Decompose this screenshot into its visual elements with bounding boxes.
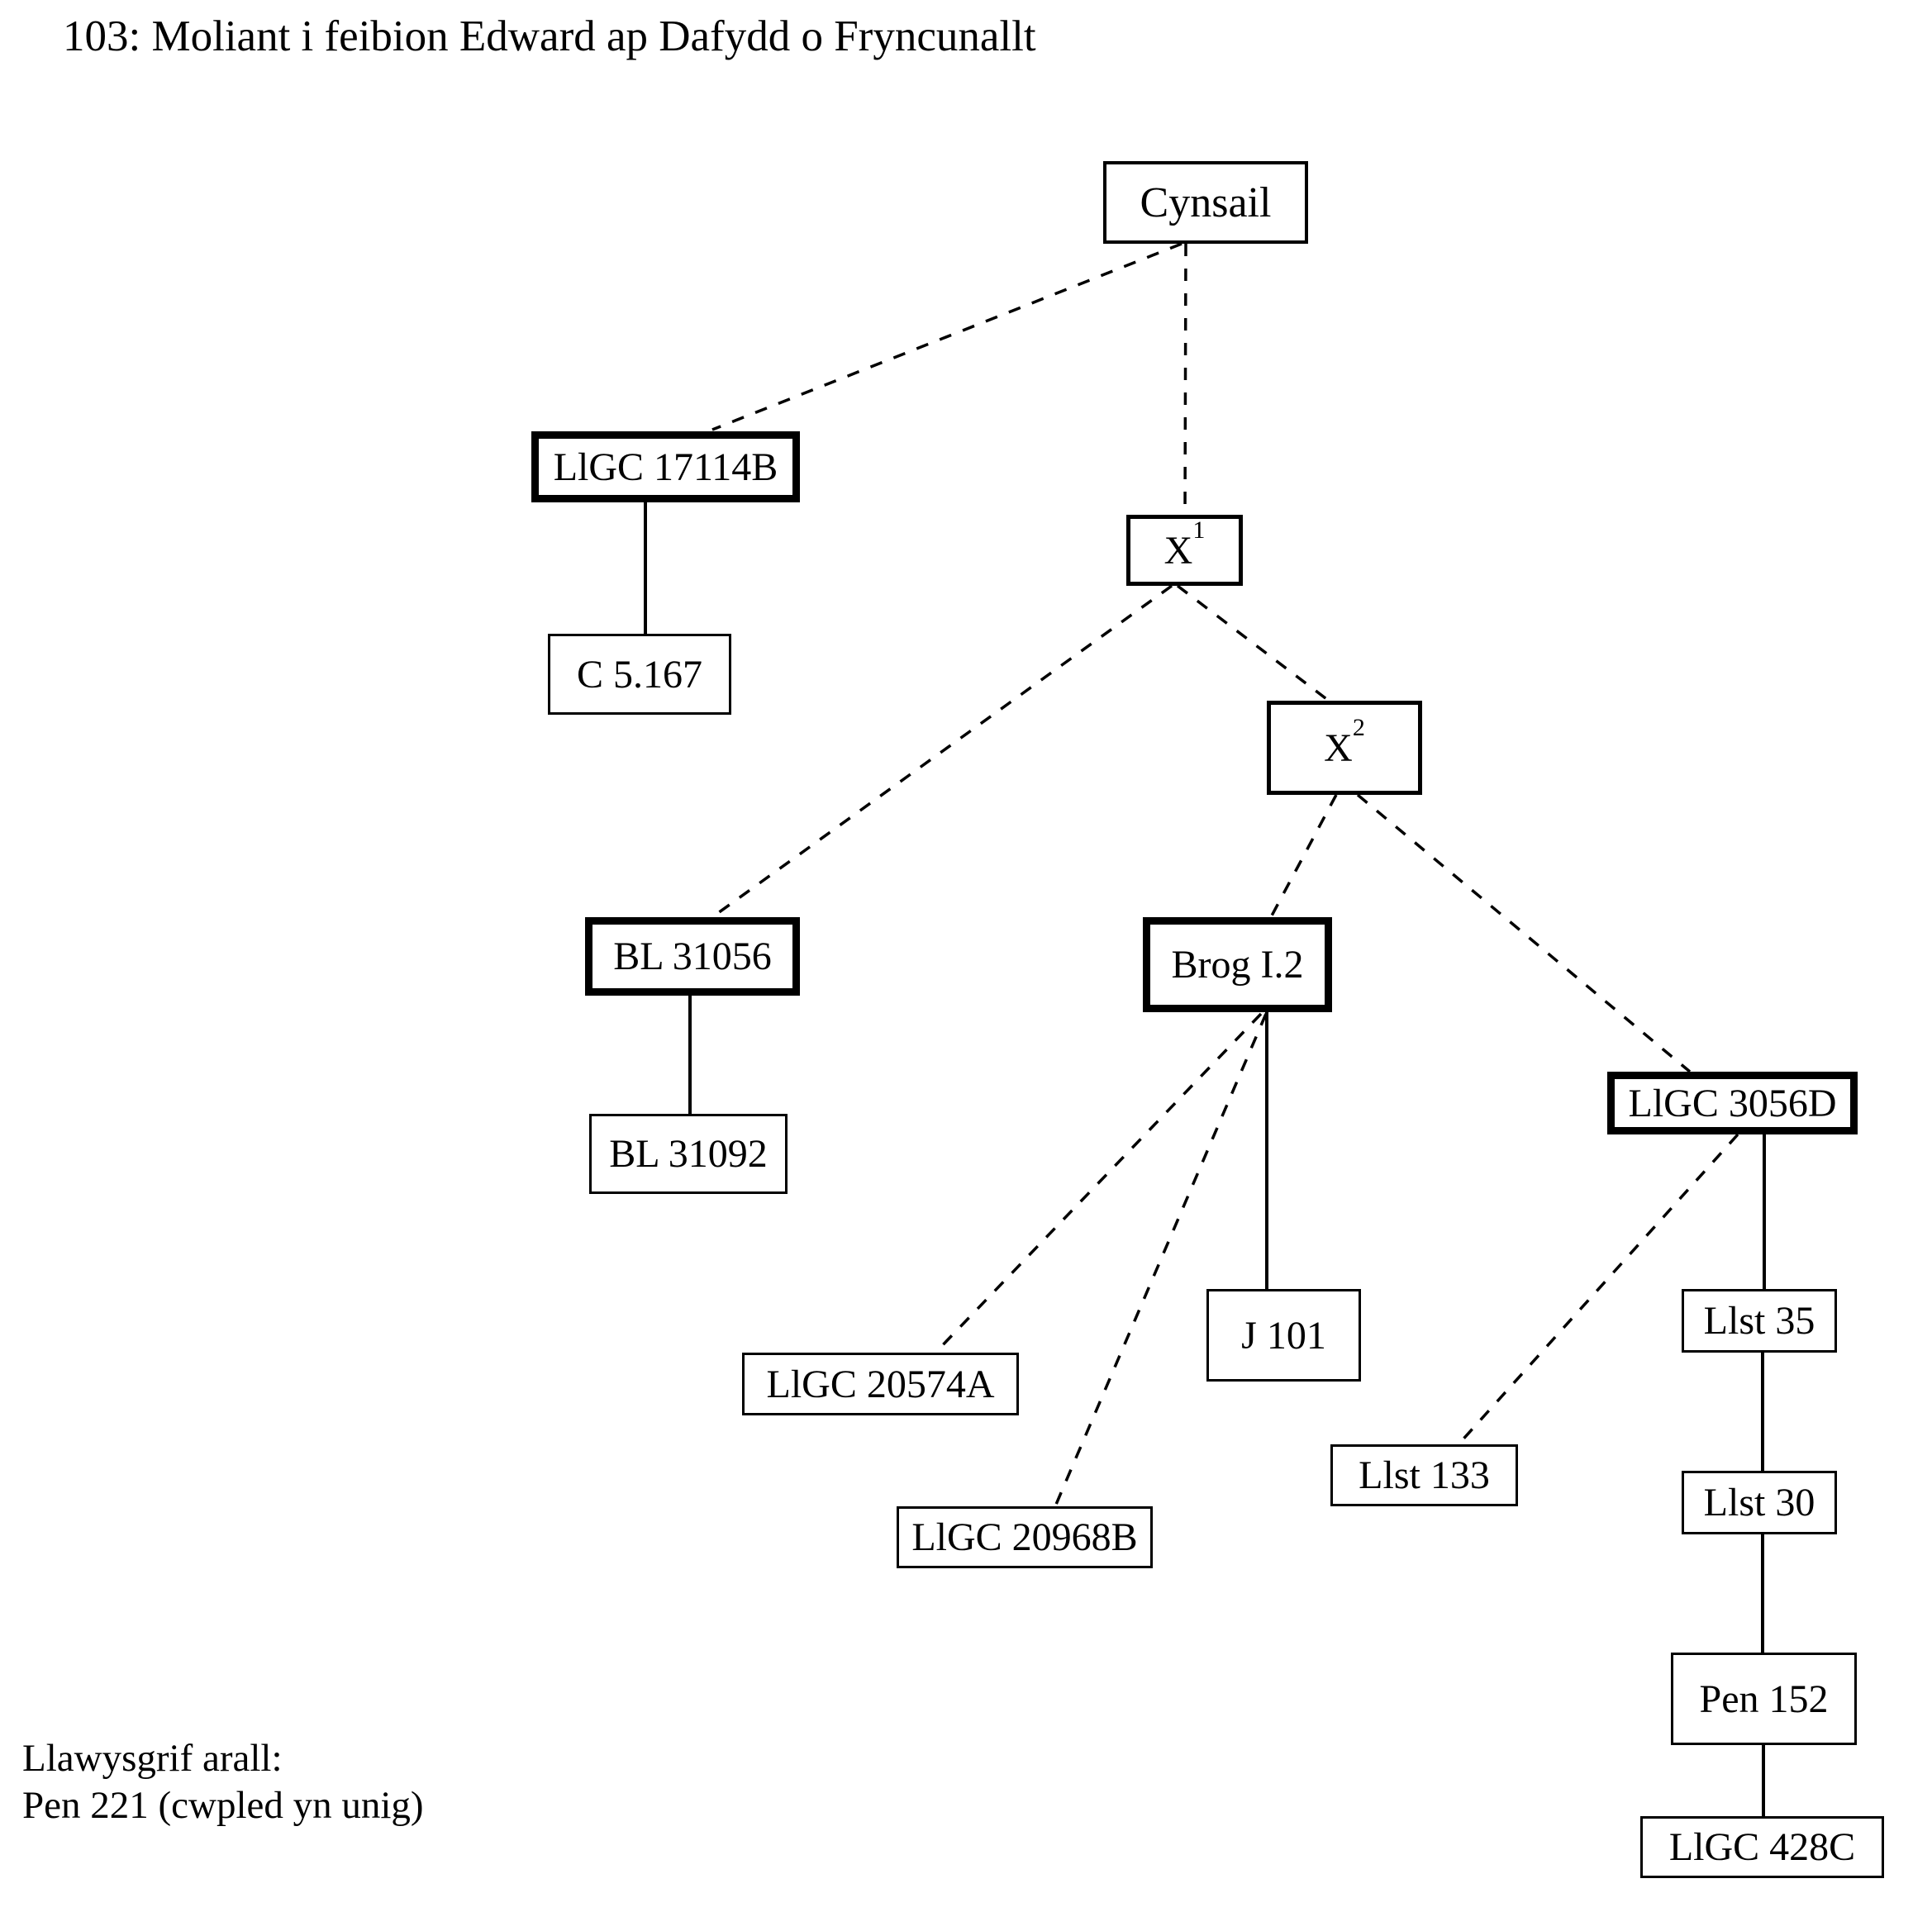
- edge-x2-llgc3056d: [1356, 793, 1692, 1073]
- node-x2: X2: [1267, 701, 1422, 795]
- node-cynsail: Cynsail: [1103, 161, 1308, 244]
- note-heading: Llawysgrif arall:: [22, 1737, 283, 1780]
- node-label: LlGC 20574A: [766, 1362, 995, 1406]
- edge-x2-brog: [1269, 794, 1338, 918]
- node-label: X1: [1163, 516, 1206, 573]
- node-llgc20574a: LlGC 20574A: [742, 1353, 1019, 1415]
- node-label: Pen 152: [1699, 1677, 1829, 1721]
- node-brog: Brog I.2: [1143, 917, 1332, 1012]
- node-label: X2: [1324, 713, 1365, 770]
- node-label: LlGC 428C: [1668, 1825, 1856, 1869]
- node-label: Llst 35: [1703, 1299, 1815, 1343]
- edge-llgc3056d-llst133: [1457, 1133, 1739, 1446]
- node-c5167: C 5.167: [548, 634, 731, 715]
- node-label: C 5.167: [576, 652, 702, 697]
- node-label: Llst 133: [1359, 1453, 1490, 1497]
- node-pen152: Pen 152: [1671, 1653, 1857, 1745]
- edge-x1-x2: [1176, 584, 1330, 702]
- edge-cynsail-x1: [1183, 243, 1187, 516]
- node-llgc20968b: LlGC 20968B: [897, 1506, 1153, 1568]
- node-label: Brog I.2: [1171, 943, 1304, 987]
- node-label: BL 31092: [609, 1132, 768, 1176]
- hyparchetype-superscript: 1: [1192, 516, 1206, 544]
- edge-brog-llgc20968b: [1054, 1013, 1268, 1507]
- page-title: 103: Moliant i feibion Edward ap Dafydd …: [63, 12, 1036, 60]
- node-llgc428c: LlGC 428C: [1640, 1816, 1884, 1878]
- node-llst133: Llst 133: [1330, 1444, 1518, 1506]
- node-label: BL 31056: [613, 935, 772, 978]
- node-label: LlGC 3056D: [1628, 1081, 1837, 1125]
- other-manuscripts-note: Llawysgrif arall: Pen 221 (cwpled yn uni…: [22, 1735, 424, 1830]
- node-llst35: Llst 35: [1682, 1289, 1837, 1353]
- node-j101: J 101: [1206, 1289, 1361, 1382]
- node-x1: X1: [1126, 515, 1243, 586]
- node-label: LlGC 17114B: [553, 445, 778, 489]
- edge-cynsail-llgc17114b: [711, 242, 1183, 431]
- edge-x1-bl31056: [711, 584, 1173, 919]
- edge-brog-llgc20574a: [934, 1012, 1263, 1354]
- node-label: J 101: [1241, 1313, 1326, 1358]
- node-bl31092: BL 31092: [589, 1114, 788, 1194]
- hyparchetype-superscript: 2: [1352, 713, 1365, 741]
- node-label: LlGC 20968B: [911, 1515, 1138, 1559]
- note-manuscript: Pen 221 (cwpled yn unig): [22, 1784, 424, 1828]
- node-bl31056: BL 31056: [585, 917, 800, 996]
- node-label: Cynsail: [1140, 178, 1272, 226]
- node-label: Llst 30: [1703, 1481, 1815, 1524]
- node-llgc17114b: LlGC 17114B: [531, 431, 800, 502]
- node-llgc3056d: LlGC 3056D: [1607, 1072, 1858, 1134]
- node-llst30: Llst 30: [1682, 1471, 1837, 1534]
